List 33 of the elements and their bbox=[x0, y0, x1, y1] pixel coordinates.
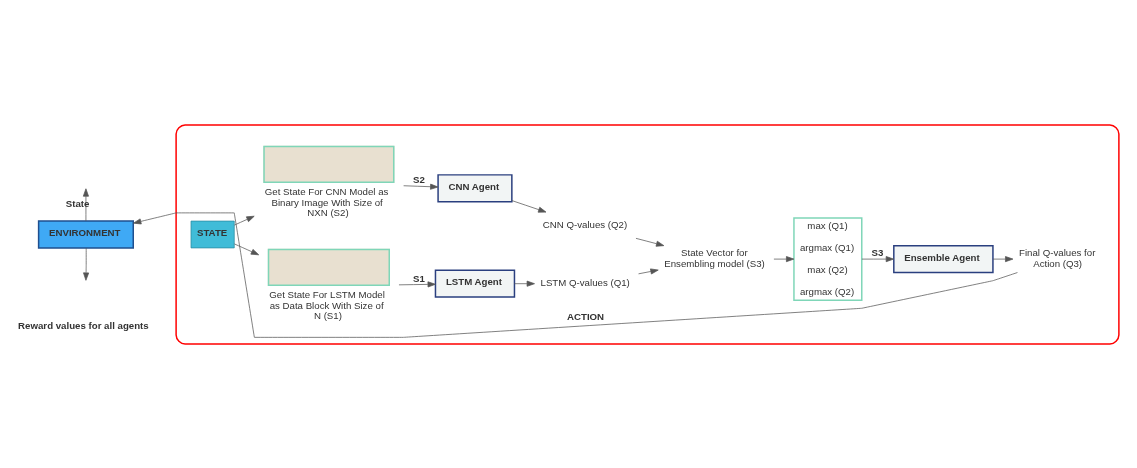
arrow bbox=[82, 187, 89, 221]
node-text: Final Q-values for Action (Q3) bbox=[1019, 246, 1096, 269]
node-box: max (Q1) argmax (Q1) max (Q2) argmax (Q2) bbox=[793, 216, 863, 301]
arrow bbox=[861, 255, 894, 262]
arrow bbox=[234, 215, 255, 225]
node-box: Ensemble Agent bbox=[893, 244, 994, 273]
node-label: Get State For CNN Model as Binary Image With Size of NXN (S2) bbox=[264, 185, 389, 218]
node-text: LSTM Q-values (Q1) bbox=[540, 276, 630, 288]
arrow bbox=[514, 280, 535, 287]
node-text: CNN Q-values (Q2) bbox=[542, 218, 628, 230]
node-box: CNN Agent bbox=[437, 173, 513, 202]
arrow bbox=[511, 199, 547, 213]
edge-label: S2 bbox=[413, 173, 425, 185]
arrow bbox=[773, 255, 795, 262]
node-box: LSTM Agent bbox=[434, 269, 516, 298]
label: Reward values for all agents bbox=[18, 319, 149, 331]
arrow bbox=[398, 280, 436, 287]
arrow bbox=[638, 268, 659, 274]
node-box: ENVIRONMENT bbox=[37, 219, 134, 249]
node-box: STATE bbox=[190, 220, 235, 248]
edge-label: S3 bbox=[871, 246, 884, 258]
arrow bbox=[635, 237, 665, 247]
edge-label: ACTION bbox=[567, 310, 605, 322]
arrow bbox=[403, 183, 439, 190]
edge-label: State bbox=[65, 197, 90, 209]
arrow bbox=[133, 212, 1018, 338]
arrow bbox=[83, 247, 90, 281]
arrow bbox=[234, 243, 260, 255]
node-label: Get State For LSTM Model as Data Block With Size of N (S1) bbox=[269, 288, 385, 321]
cluster bbox=[175, 123, 1120, 345]
node-text: State Vector for Ensembling model (S3) bbox=[664, 246, 765, 269]
edge-label: S1 bbox=[413, 272, 425, 284]
arrow bbox=[992, 255, 1014, 262]
